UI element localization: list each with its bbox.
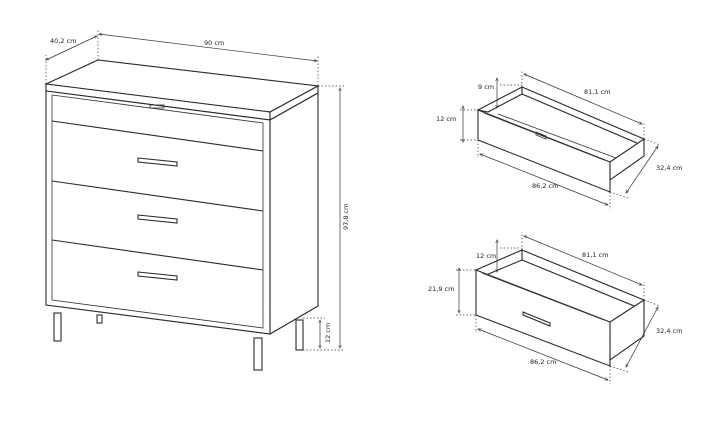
dresser-side-panel [269, 92, 319, 335]
drawer-handle-3 [137, 271, 178, 281]
dresser-leg-front-left [53, 312, 62, 342]
dresser-front-inner [51, 94, 264, 329]
dresser-leg-back-left [96, 314, 103, 324]
drawer-large-depth-label: 32,4 cm [656, 327, 682, 335]
drawer-small-left-side [476, 86, 523, 113]
drawer-large-right-side [609, 298, 645, 362]
drawer-small: 81,1 cm 9 cm 12 cm 32,4 cm 86,2 cm [436, 70, 682, 210]
dresser-depth-label: 40,2 cm [50, 37, 76, 45]
drawer-small-back-width-label: 81,1 cm [584, 88, 610, 96]
top-drawer-pull [149, 104, 165, 109]
drawer-large-front-width-label: 86,2 cm [530, 358, 556, 366]
dresser-leg-back-right [295, 319, 304, 351]
drawer-large: 81,1 cm 12 cm 21,9 cm 32,4 cm 86,2 cm [428, 232, 682, 384]
dresser-leg-height-label: 12 cm [324, 323, 332, 343]
drawer-divider-1 [51, 120, 264, 152]
dresser-front-frame [45, 90, 271, 335]
drawer-large-back-width-label: 81,1 cm [582, 251, 608, 259]
drawer-handle-1 [137, 157, 178, 167]
drawer-small-front-width-label: 86,2 cm [532, 182, 558, 190]
dresser-base [45, 304, 271, 335]
drawer-divider-2 [51, 180, 264, 212]
drawer-divider-3 [51, 239, 264, 271]
drawer-small-bottom-edge [497, 113, 617, 159]
drawer-small-front-height-label: 12 cm [436, 115, 456, 123]
drawer-large-inner-height-label: 12 cm [476, 252, 496, 260]
dresser-width-label: 90 cm [204, 39, 224, 47]
dresser-height-label: 97,8 cm [342, 204, 350, 230]
dresser: 90 cm 40,2 cm 97,8 cm 12 cm [44, 30, 350, 371]
drawer-small-inner-height-label: 9 cm [478, 83, 494, 91]
drawer-handle-2 [137, 214, 178, 224]
drawer-large-front-height-label: 21,9 cm [428, 285, 454, 293]
dresser-leg-front-right [253, 337, 263, 371]
drawer-large-handle [522, 311, 551, 327]
drawer-small-pull [535, 131, 547, 140]
drawer-small-depth-label: 32,4 cm [656, 164, 682, 172]
